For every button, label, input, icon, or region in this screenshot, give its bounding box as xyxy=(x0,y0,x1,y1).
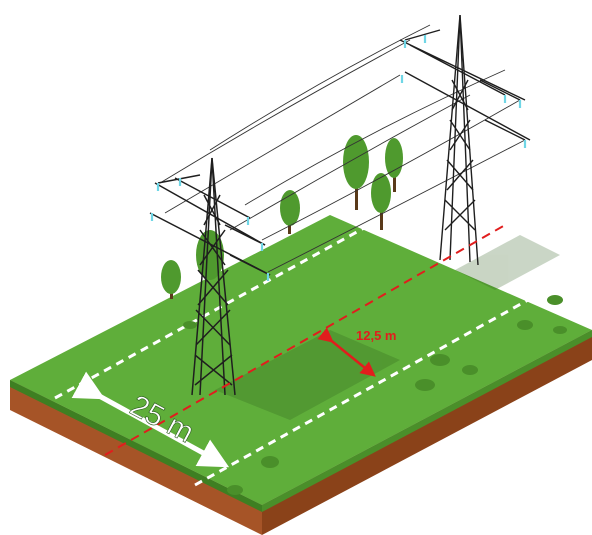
tower-shadow-back xyxy=(455,235,560,290)
tree-icon xyxy=(280,190,300,234)
corridor-width-arrow xyxy=(71,371,230,468)
conductor-wires xyxy=(159,24,526,273)
left-boundary-line xyxy=(54,198,416,400)
bush xyxy=(430,354,450,366)
bush xyxy=(553,326,567,334)
transmission-tower-icon xyxy=(399,14,531,266)
bushes xyxy=(183,295,567,495)
bush xyxy=(183,321,197,329)
insulators xyxy=(400,35,527,148)
corridor-boundaries xyxy=(54,198,556,487)
tree-icon xyxy=(343,135,369,210)
right-boundary-line xyxy=(194,283,556,487)
insulators xyxy=(150,178,270,281)
half-width-label: 12,5 m xyxy=(356,328,396,343)
half-width-arrow xyxy=(317,327,376,377)
bush xyxy=(547,295,563,305)
bush xyxy=(415,379,435,391)
bush xyxy=(462,365,478,375)
tree-icon xyxy=(161,260,181,299)
bush xyxy=(517,320,533,330)
bush xyxy=(261,456,279,468)
half-width-dimension: 12,5 m xyxy=(317,327,396,377)
grass-edge-right xyxy=(262,330,592,512)
transmission-tower-icon xyxy=(149,157,271,396)
tree-icon xyxy=(371,173,391,230)
bush xyxy=(227,485,243,495)
soil-right xyxy=(262,330,592,535)
